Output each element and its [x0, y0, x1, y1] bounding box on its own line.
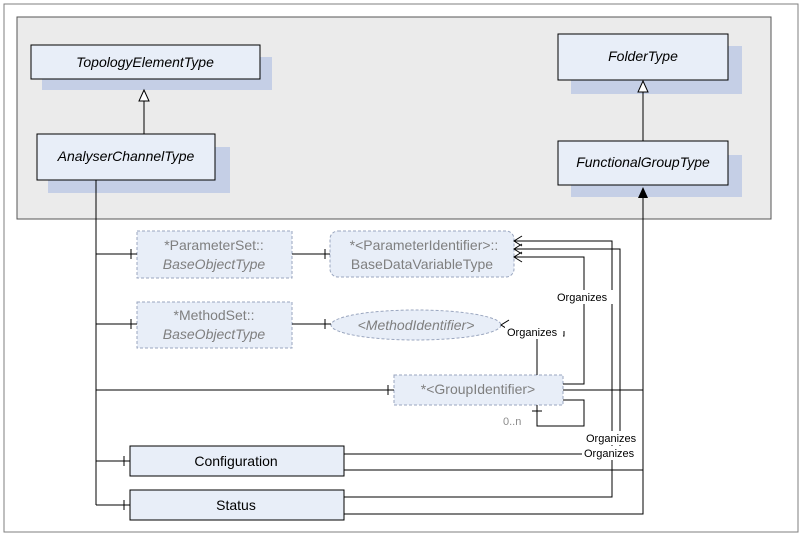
organizes-connectors — [344, 197, 644, 515]
parameter-set-line2: BaseObjectType — [163, 256, 266, 272]
configuration-box: Configuration — [129, 445, 345, 477]
method-identifier-node: <MethodIdentifier> — [330, 309, 502, 341]
component-connectors — [95, 180, 394, 510]
method-set-node: *MethodSet:: BaseObjectType — [136, 301, 293, 349]
analyser-channel-type-box: AnalyserChannelType — [36, 133, 230, 193]
method-set-line1: *MethodSet:: — [174, 307, 255, 323]
organizes-label-1: Organizes — [557, 292, 608, 304]
parameter-identifier-line1: *<ParameterIdentifier>:: — [350, 237, 499, 253]
method-identifier-label: <MethodIdentifier> — [358, 317, 475, 333]
status-box: Status — [129, 489, 345, 521]
organizes-label-2: Organizes — [507, 327, 558, 339]
cardinality-label: 0..n — [503, 416, 521, 428]
inheritance-analyser-to-topology — [138, 88, 150, 134]
organizes-label-3: Organizes — [586, 433, 637, 445]
has-type-arrowhead — [638, 187, 648, 198]
folder-type-box: FolderType — [557, 33, 742, 94]
folder-type-label: FolderType — [608, 48, 678, 64]
organizes-label-4: Organizes — [584, 448, 635, 460]
configuration-label: Configuration — [194, 453, 277, 469]
method-set-line2: BaseObjectType — [163, 326, 266, 342]
inheritance-functional-to-folder — [637, 79, 649, 141]
parameter-identifier-line2: BaseDataVariableType — [351, 256, 493, 272]
parameter-set-node: *ParameterSet:: BaseObjectType — [136, 230, 293, 279]
analyser-channel-type-label: AnalyserChannelType — [57, 148, 195, 164]
topology-element-type-label: TopologyElementType — [76, 54, 214, 70]
parameter-identifier-node: *<ParameterIdentifier>:: BaseDataVariabl… — [329, 230, 515, 278]
group-identifier-node: *<GroupIdentifier> — [393, 374, 564, 406]
parameter-set-line1: *ParameterSet:: — [164, 237, 264, 253]
group-identifier-label: *<GroupIdentifier> — [421, 381, 535, 397]
functional-group-type-box: FunctionalGroupType — [557, 140, 742, 197]
topology-element-type-box: TopologyElementType — [30, 44, 272, 90]
functional-group-type-label: FunctionalGroupType — [576, 154, 710, 170]
status-label: Status — [216, 497, 256, 513]
